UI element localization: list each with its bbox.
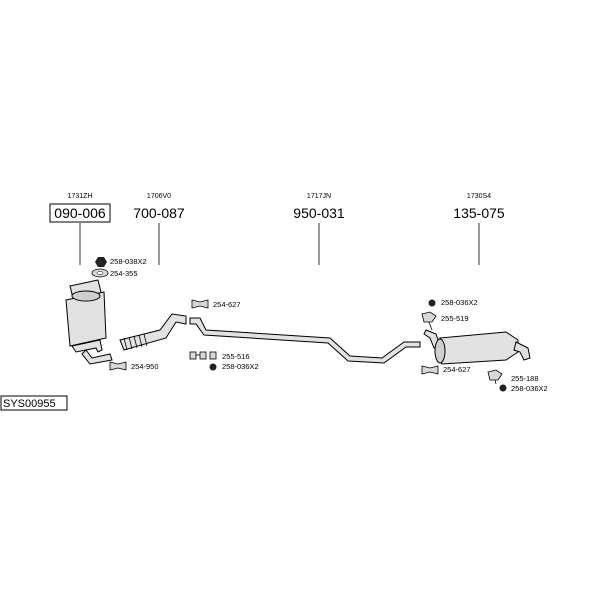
assembly-ref-catalyst: 1731ZH xyxy=(68,193,93,200)
small-part-label[interactable]: 254-627 xyxy=(213,300,241,309)
small-part-label[interactable]: 258-036X2 xyxy=(511,384,548,393)
small-part-label[interactable]: 258-038X2 xyxy=(110,257,147,266)
clamp-icon[interactable] xyxy=(191,299,209,309)
assembly-part-front-pipe[interactable]: 700-087 xyxy=(133,205,185,221)
assembly-part-catalyst[interactable]: 090-006 xyxy=(54,205,106,221)
hanger-icon[interactable] xyxy=(487,369,503,385)
small-part-label[interactable]: 254-950 xyxy=(131,362,159,371)
rear-silencer-part[interactable] xyxy=(423,329,531,365)
assembly-part-middle-pipe[interactable]: 950-031 xyxy=(293,205,345,221)
middle-pipe-part[interactable] xyxy=(189,317,421,364)
assembly-part-rear-silencer[interactable]: 135-075 xyxy=(453,205,505,221)
clamp-icon[interactable] xyxy=(109,361,127,371)
nut-icon[interactable] xyxy=(499,384,507,392)
small-part-label[interactable]: 255-516 xyxy=(222,352,250,361)
hanger-icon[interactable] xyxy=(189,351,217,360)
nut-icon[interactable] xyxy=(209,363,217,371)
small-part-label[interactable]: 258-036X2 xyxy=(222,362,259,371)
part-number-box xyxy=(49,203,111,223)
small-part-label[interactable]: 254-627 xyxy=(443,365,471,374)
system-code-box xyxy=(0,395,68,411)
assembly-ref-rear-silencer: 1730S4 xyxy=(467,193,491,200)
system-code: SYS00955 xyxy=(3,398,56,410)
nut-icon[interactable] xyxy=(428,299,436,307)
clamp-icon[interactable] xyxy=(421,365,439,375)
nut-icon[interactable] xyxy=(95,257,107,267)
hanger-icon[interactable] xyxy=(421,311,437,331)
catalyst-part[interactable] xyxy=(65,279,113,365)
small-part-label[interactable]: 255-188 xyxy=(511,374,539,383)
small-part-label[interactable]: 255-519 xyxy=(441,314,469,323)
front-pipe-part[interactable] xyxy=(119,313,187,351)
assembly-ref-middle-pipe: 1717JN xyxy=(307,193,331,200)
gasket-icon[interactable] xyxy=(91,268,109,278)
small-part-label[interactable]: 258-036X2 xyxy=(441,298,478,307)
small-part-label[interactable]: 254-355 xyxy=(110,269,138,278)
assembly-ref-front-pipe: 1706V0 xyxy=(147,193,171,200)
